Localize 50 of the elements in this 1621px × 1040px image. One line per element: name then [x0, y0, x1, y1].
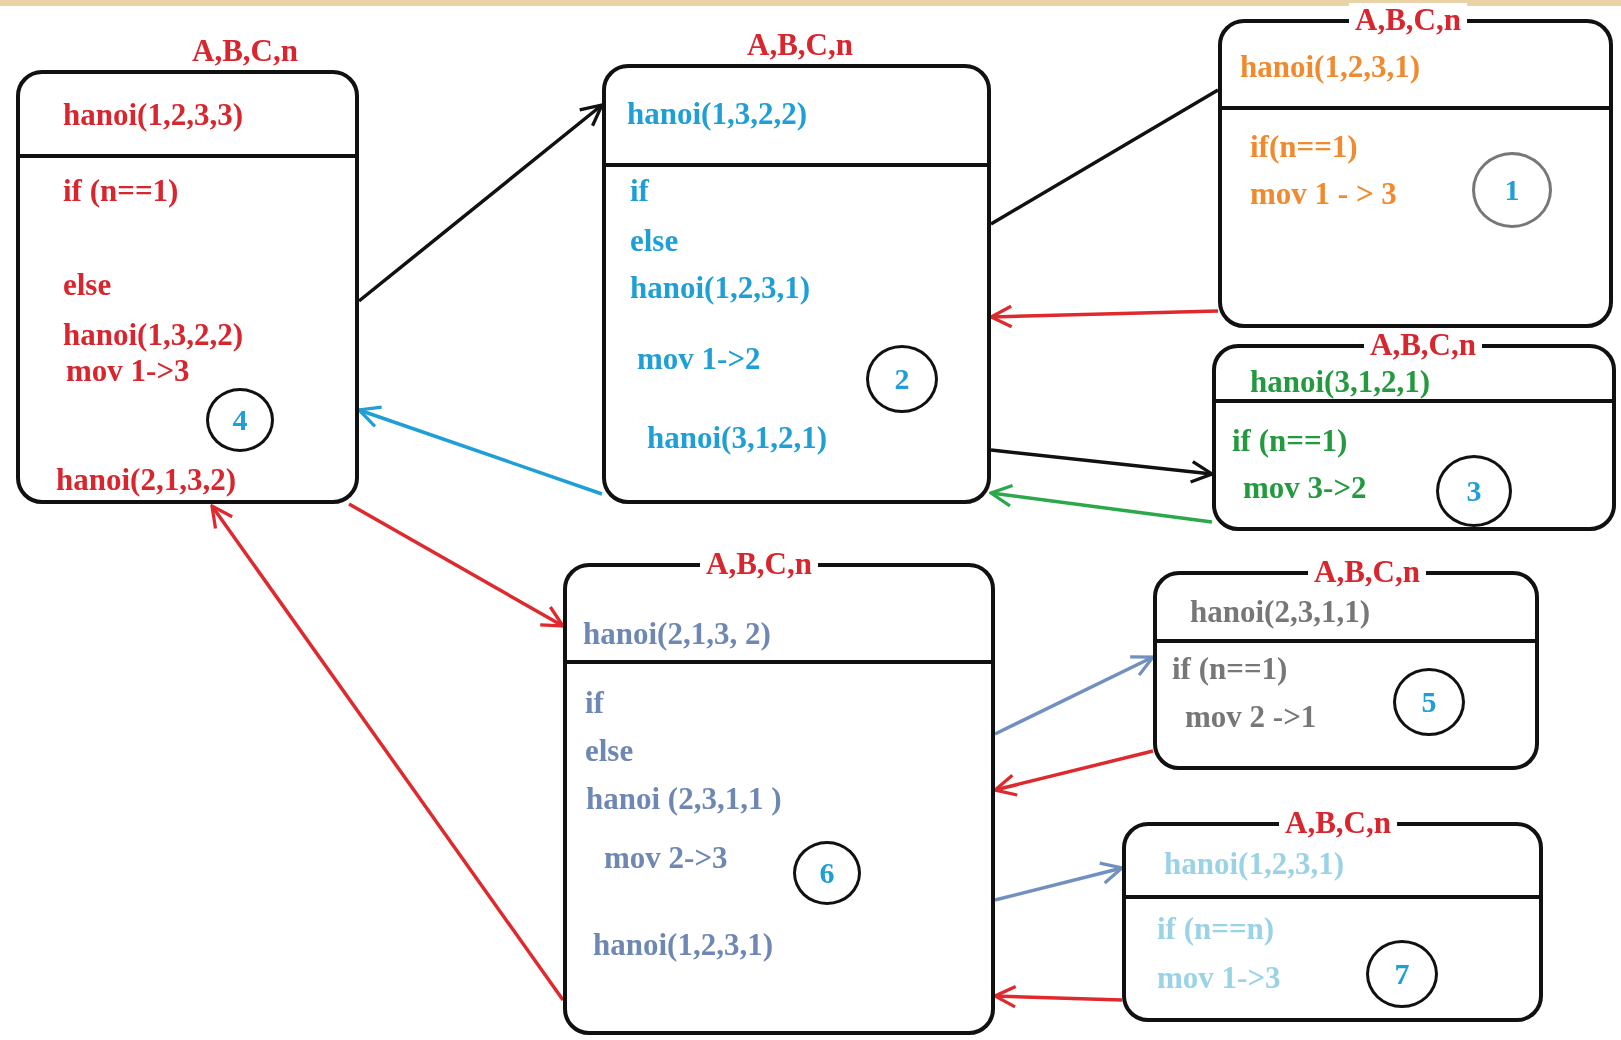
- step-number-circle: 1: [1472, 152, 1552, 228]
- arrow: [357, 405, 603, 496]
- code-line: hanoi(1,2,3,1): [1240, 49, 1420, 85]
- code-line: hanoi(1,3,2,2): [627, 96, 807, 132]
- code-line: else: [63, 267, 112, 303]
- code-line: hanoi(3,1,2,1): [1250, 364, 1430, 400]
- code-line: hanoi (2,3,1,1 ): [586, 781, 782, 817]
- code-line: if (n==1): [1232, 423, 1348, 459]
- code-line: if (n==1): [1172, 651, 1288, 687]
- code-line: if: [630, 173, 649, 209]
- code-line: mov 1->3: [1157, 960, 1281, 996]
- code-line: if (n==n): [1157, 911, 1275, 947]
- arrow: [357, 103, 604, 303]
- code-line: mov 1->3: [66, 353, 190, 389]
- code-line: mov 1->2: [637, 341, 761, 377]
- code-line: mov 2 ->1: [1185, 699, 1317, 735]
- arrow: [994, 655, 1155, 736]
- arrow: [994, 861, 1124, 902]
- code-line: if: [585, 685, 604, 721]
- code-line: hanoi(3,1,2,1): [647, 420, 827, 456]
- connector-line: [990, 88, 1219, 226]
- code-line: hanoi(1,2,3,3): [63, 97, 243, 133]
- step-number-circle: 7: [1366, 940, 1438, 1008]
- code-line: mov 1 - > 3: [1250, 176, 1397, 212]
- step-number-circle: 5: [1393, 668, 1465, 736]
- arrow: [989, 483, 1213, 524]
- arrow: [993, 749, 1154, 797]
- code-line: hanoi(1,3,2,2): [63, 317, 243, 353]
- arrow: [348, 502, 565, 628]
- arrow: [210, 504, 565, 1001]
- step-number-circle: 4: [206, 388, 274, 452]
- code-line: else: [585, 733, 634, 769]
- code-line: if (n==1): [63, 173, 179, 209]
- code-line: hanoi(2,3,1,1): [1190, 594, 1370, 630]
- step-number-circle: 3: [1436, 455, 1512, 527]
- code-line: mov 3->2: [1243, 470, 1367, 506]
- arrow: [993, 984, 1123, 1009]
- code-line: hanoi(1,2,3,1): [1164, 846, 1344, 882]
- code-line: if(n==1): [1250, 129, 1358, 165]
- code-line: hanoi(2,1,3,2): [56, 462, 236, 498]
- code-line: hanoi(2,1,3, 2): [583, 616, 771, 652]
- arrow: [990, 448, 1214, 484]
- parameter-heading: A,B,C,n: [1349, 3, 1467, 37]
- code-line: mov 2->3: [604, 840, 728, 876]
- code-line: else: [630, 223, 679, 259]
- arrow: [989, 304, 1219, 329]
- step-number-circle: 2: [866, 345, 938, 413]
- code-line: hanoi(1,2,3,1): [593, 927, 773, 963]
- code-line: hanoi(1,2,3,1): [630, 270, 810, 306]
- step-number-circle: 6: [793, 841, 861, 905]
